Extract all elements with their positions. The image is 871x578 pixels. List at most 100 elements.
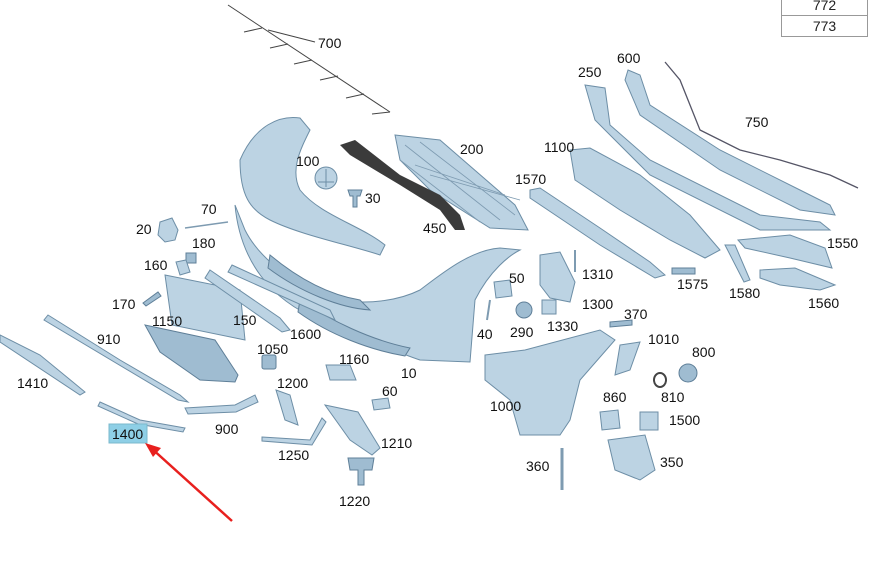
label-700: 700 bbox=[318, 35, 342, 51]
label-1010: 1010 bbox=[648, 331, 679, 347]
part-860-bracket bbox=[599, 409, 621, 431]
table-row: 772 bbox=[782, 0, 867, 16]
part-20-bracket bbox=[157, 217, 179, 243]
label-50: 50 bbox=[509, 270, 525, 286]
label-1000: 1000 bbox=[490, 398, 521, 414]
label-810: 810 bbox=[661, 389, 685, 405]
label-1580: 1580 bbox=[729, 285, 760, 301]
part-1150-bracket bbox=[164, 274, 246, 341]
label-1410: 1410 bbox=[17, 375, 48, 391]
label-1300: 1300 bbox=[582, 296, 613, 312]
label-1210: 1210 bbox=[381, 435, 412, 451]
part-1300-bracket bbox=[539, 251, 576, 303]
part-60-clip bbox=[371, 397, 391, 411]
part-450-strip bbox=[340, 140, 465, 230]
label-170: 170 bbox=[112, 296, 136, 312]
part-30-clip bbox=[347, 189, 363, 208]
part-1500-cover bbox=[639, 411, 659, 431]
part-1575-bolt bbox=[671, 267, 696, 275]
part-1200-bracket bbox=[275, 389, 299, 426]
label-150: 150 bbox=[233, 312, 257, 328]
highlight-box bbox=[108, 423, 148, 444]
label-10: 10 bbox=[401, 365, 417, 381]
label-800: 800 bbox=[692, 344, 716, 360]
label-1250: 1250 bbox=[278, 447, 309, 463]
part-250-absorber bbox=[584, 84, 832, 231]
label-1560: 1560 bbox=[808, 295, 839, 311]
part-350-cover bbox=[607, 434, 656, 481]
label-1050: 1050 bbox=[257, 341, 288, 357]
part-600-beam bbox=[624, 69, 836, 216]
part-1550-cover bbox=[736, 234, 833, 269]
label-1575: 1575 bbox=[677, 276, 708, 292]
bumper-cover bbox=[234, 117, 522, 363]
part-1010-bracket bbox=[614, 341, 641, 376]
label-860: 860 bbox=[603, 389, 627, 405]
label-350: 350 bbox=[660, 454, 684, 470]
part-40-pin bbox=[486, 299, 491, 321]
label-1220: 1220 bbox=[339, 493, 370, 509]
part-1580-bracket bbox=[724, 244, 751, 283]
part-200-grille bbox=[394, 134, 529, 231]
part-800-sensor bbox=[678, 363, 698, 383]
label-180: 180 bbox=[192, 235, 216, 251]
part-1560-cover bbox=[759, 267, 837, 291]
label-1100: 1100 bbox=[544, 139, 574, 155]
label-1200: 1200 bbox=[277, 375, 308, 391]
part-180-clip bbox=[185, 252, 197, 264]
part-910-trim bbox=[43, 314, 190, 403]
label-1330: 1330 bbox=[547, 318, 578, 334]
label-750: 750 bbox=[745, 114, 769, 130]
label-1550: 1550 bbox=[827, 235, 858, 251]
part-290-nut bbox=[515, 301, 533, 319]
part-100-emblem bbox=[314, 166, 338, 190]
label-1310: 1310 bbox=[582, 266, 613, 282]
label-360: 360 bbox=[526, 458, 550, 474]
table-row: 773 bbox=[812, 18, 837, 34]
label-1160: 1160 bbox=[339, 351, 369, 367]
label-1600: 1600 bbox=[290, 326, 321, 342]
label-1570: 1570 bbox=[515, 171, 546, 187]
label-1500: 1500 bbox=[669, 412, 700, 428]
part-1400-trim bbox=[97, 401, 186, 433]
label-250: 250 bbox=[578, 64, 602, 80]
part-1570-spoiler bbox=[529, 187, 667, 279]
red-arrow bbox=[145, 443, 233, 522]
part-160-clip bbox=[175, 259, 191, 276]
label-1150: 1150 bbox=[152, 313, 182, 329]
label-40: 40 bbox=[477, 326, 493, 342]
label-910: 910 bbox=[97, 331, 121, 347]
label-290: 290 bbox=[510, 324, 534, 340]
label-900: 900 bbox=[215, 421, 239, 437]
part-1250-trim bbox=[261, 417, 327, 446]
part-1000-bracket bbox=[484, 329, 616, 436]
part-70-pin bbox=[184, 221, 229, 229]
part-number-table: 772 773 bbox=[781, 0, 868, 37]
label-600: 600 bbox=[617, 50, 641, 66]
part-1050-sensor bbox=[261, 354, 277, 370]
label-200: 200 bbox=[460, 141, 484, 157]
part-750-harness bbox=[664, 61, 859, 189]
part-fog-grille bbox=[144, 324, 239, 383]
part-1160-bracket bbox=[325, 364, 357, 381]
part-1330-clip bbox=[541, 299, 557, 315]
part-1410-trim bbox=[0, 334, 86, 396]
part-170-bolt bbox=[142, 291, 162, 307]
label-370: 370 bbox=[624, 306, 648, 322]
label-450: 450 bbox=[423, 220, 447, 236]
part-50-clip bbox=[493, 279, 513, 299]
part-150-strip bbox=[204, 269, 291, 333]
label-30: 30 bbox=[365, 190, 381, 206]
part-1210-cover bbox=[323, 404, 381, 456]
label-100: 100 bbox=[296, 153, 320, 169]
part-700-rail bbox=[227, 4, 391, 115]
part-1220-clip bbox=[347, 457, 375, 486]
label-60: 60 bbox=[382, 383, 398, 399]
label-160: 160 bbox=[144, 257, 168, 273]
part-1600-strip bbox=[227, 264, 337, 322]
part-370-screw bbox=[609, 319, 633, 328]
part-810-ring bbox=[653, 372, 667, 388]
part-900-trim bbox=[184, 394, 259, 415]
label-20: 20 bbox=[136, 221, 152, 237]
